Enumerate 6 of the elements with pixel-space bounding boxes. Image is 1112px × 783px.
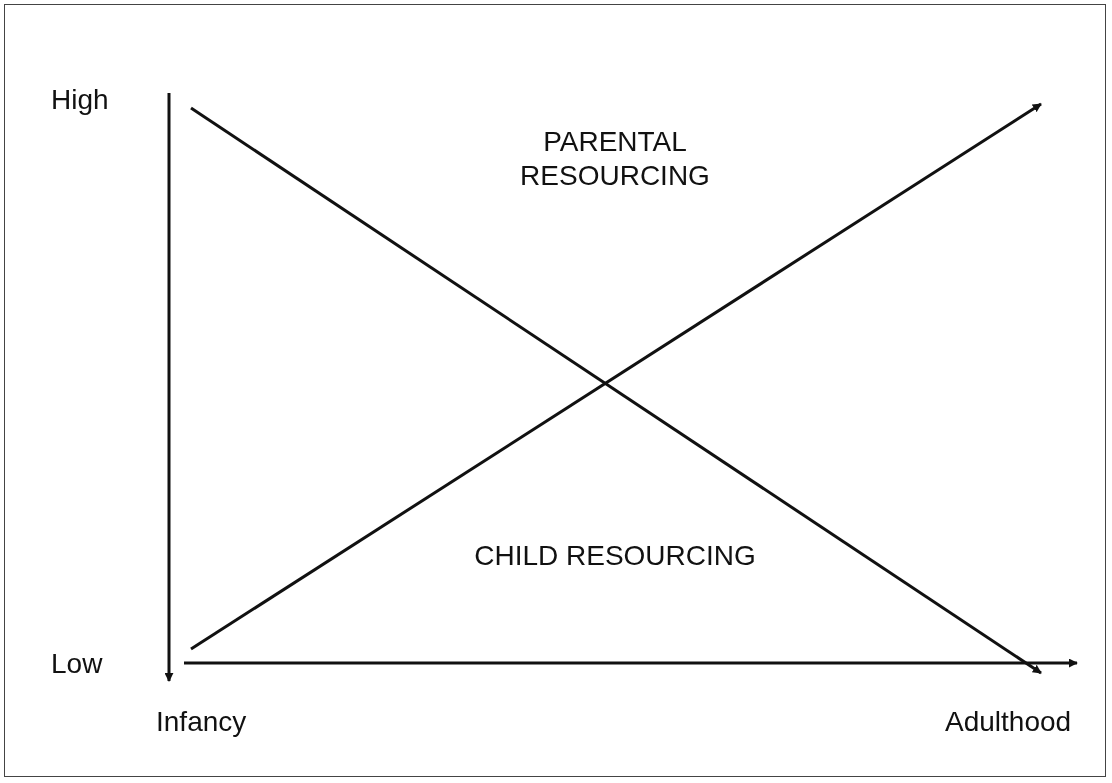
axis-label: Low	[51, 647, 104, 681]
curve-label: PARENTAL RESOURCING	[519, 125, 711, 193]
axis-label: High	[51, 83, 110, 117]
curve-label: CHILD RESOURCING	[473, 539, 757, 573]
axis-label: Adulthood	[945, 705, 1073, 739]
axis-label: Infancy	[156, 705, 248, 739]
